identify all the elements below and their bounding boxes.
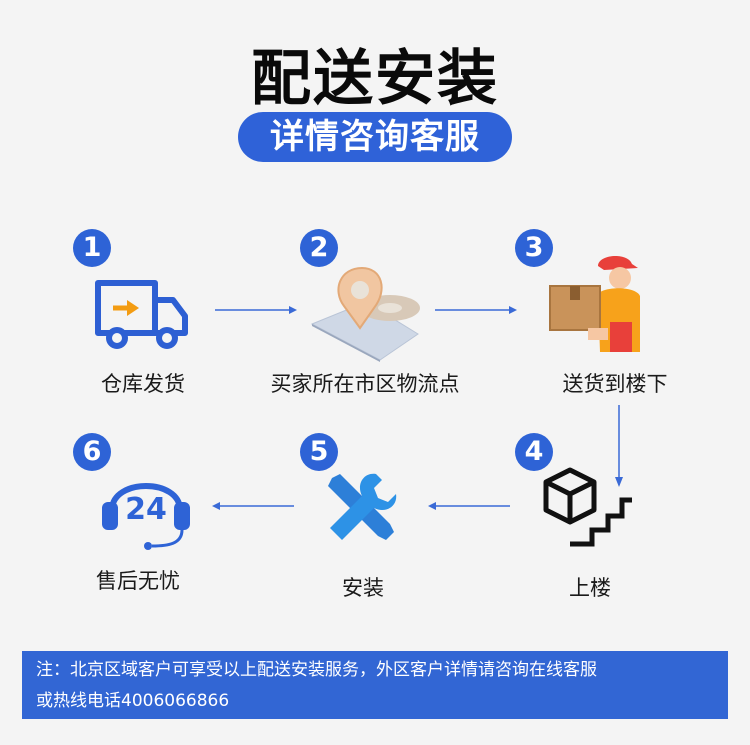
truck-icon	[95, 280, 188, 349]
arrow-right-icon	[215, 306, 297, 314]
step-4-label: 上楼	[569, 576, 611, 600]
page-title: 配送安装	[251, 44, 499, 114]
arrow-left-icon	[212, 502, 294, 510]
step-4-badge: 4	[515, 433, 553, 471]
step-2-label: 买家所在市区物流点	[270, 372, 460, 396]
step-5-label: 安装	[342, 576, 384, 600]
note-box: 注：北京区域客户可享受以上配送安装服务，外区客户详情请咨询在线客服 或热线电话4…	[22, 651, 728, 719]
tools-icon	[328, 473, 397, 540]
step-6-label: 售后无忧	[96, 569, 180, 593]
note-line-1: 注：北京区域客户可享受以上配送安装服务，外区客户详情请咨询在线客服	[36, 660, 597, 680]
headset-24-icon	[102, 483, 190, 550]
note-line-2: 或热线电话4006066866	[36, 691, 230, 711]
step-3-label: 送货到楼下	[562, 372, 668, 396]
delivery-man-icon	[549, 255, 640, 352]
step-6-badge: 6	[73, 433, 111, 471]
step-2-badge: 2	[300, 229, 338, 267]
headset-24-text: 24	[125, 492, 167, 527]
step-1-label: 仓库发货	[101, 372, 185, 396]
step-5-badge: 5	[300, 433, 338, 471]
arrow-left-icon	[428, 502, 510, 510]
step-3-badge: 3	[515, 229, 553, 267]
arrow-right-icon	[435, 306, 517, 314]
arrow-down-icon	[615, 405, 623, 487]
step-1-badge: 1	[73, 229, 111, 267]
box-stairs-icon	[543, 467, 632, 547]
location-pin-icon	[310, 266, 420, 362]
subtitle-pill: 详情咨询客服	[238, 112, 512, 162]
